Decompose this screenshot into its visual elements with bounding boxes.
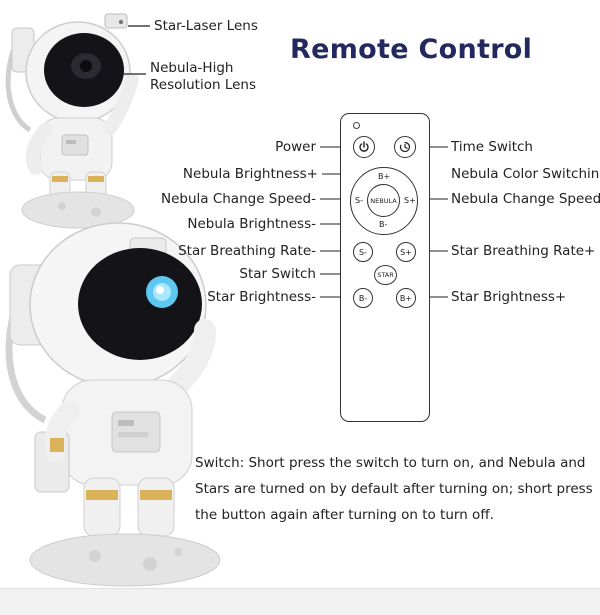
power-label: Power — [275, 139, 316, 155]
star-laser-lens-label: Star-Laser Lens — [154, 18, 258, 34]
nebula-brightness-plus-label: Nebula Brightness+ — [182, 166, 318, 182]
nebula-dial: B+ S- S+ B- NEBULA — [350, 167, 418, 235]
nebula-color-button[interactable]: NEBULA — [367, 184, 400, 217]
large-astronaut-image — [5, 222, 221, 587]
switch-description: Switch: Short press the switch to turn o… — [195, 455, 593, 523]
small-astronaut-image — [5, 13, 139, 229]
star-brightness-plus-label: Star Brightness+ — [451, 289, 567, 305]
nebula-speed-minus-label: Nebula Change Speed- — [160, 191, 316, 207]
star-switch-button[interactable]: STAR — [374, 265, 397, 285]
bottom-bar — [0, 588, 600, 615]
star-breathing-minus-button[interactable]: S- — [353, 242, 373, 262]
star-breathing-plus-label: Star Breathing Rate+ — [451, 243, 596, 259]
nebula-lens-label-line2: Resolution Lens — [150, 77, 257, 93]
nebula-color-switching-label: Nebula Color Switching — [451, 166, 600, 182]
lens-pointer-lines — [120, 25, 150, 75]
star-brightness-minus-button[interactable]: B- — [353, 288, 373, 308]
power-button[interactable] — [353, 136, 375, 158]
power-icon — [359, 141, 369, 152]
time-switch-label: Time Switch — [451, 139, 533, 155]
nebula-speed-plus-label: Nebula Change Speed+ — [451, 191, 600, 207]
nebula-brightness-plus-button[interactable]: B+ — [378, 172, 391, 181]
page-title: Remote Control — [290, 34, 533, 65]
remote-control: B+ S- S+ B- NEBULA S- S+ STAR B- B+ — [340, 113, 430, 422]
indicator-led — [353, 122, 360, 129]
nebula-brightness-minus-label: Nebula Brightness- — [187, 216, 316, 232]
star-breathing-plus-button[interactable]: S+ — [396, 242, 416, 262]
nebula-speed-plus-button[interactable]: S+ — [404, 196, 416, 205]
star-switch-label: Star Switch — [239, 266, 316, 282]
clock-icon — [399, 141, 411, 153]
star-brightness-minus-label: Star Brightness- — [207, 289, 316, 305]
star-breathing-minus-label: Star Breathing Rate- — [178, 243, 316, 259]
time-switch-button[interactable] — [394, 136, 416, 158]
nebula-lens-label-line1: Nebula-High — [150, 60, 234, 76]
nebula-speed-minus-button[interactable]: S- — [355, 196, 363, 205]
nebula-brightness-minus-button[interactable]: B- — [379, 220, 388, 229]
star-brightness-plus-button[interactable]: B+ — [396, 288, 416, 308]
